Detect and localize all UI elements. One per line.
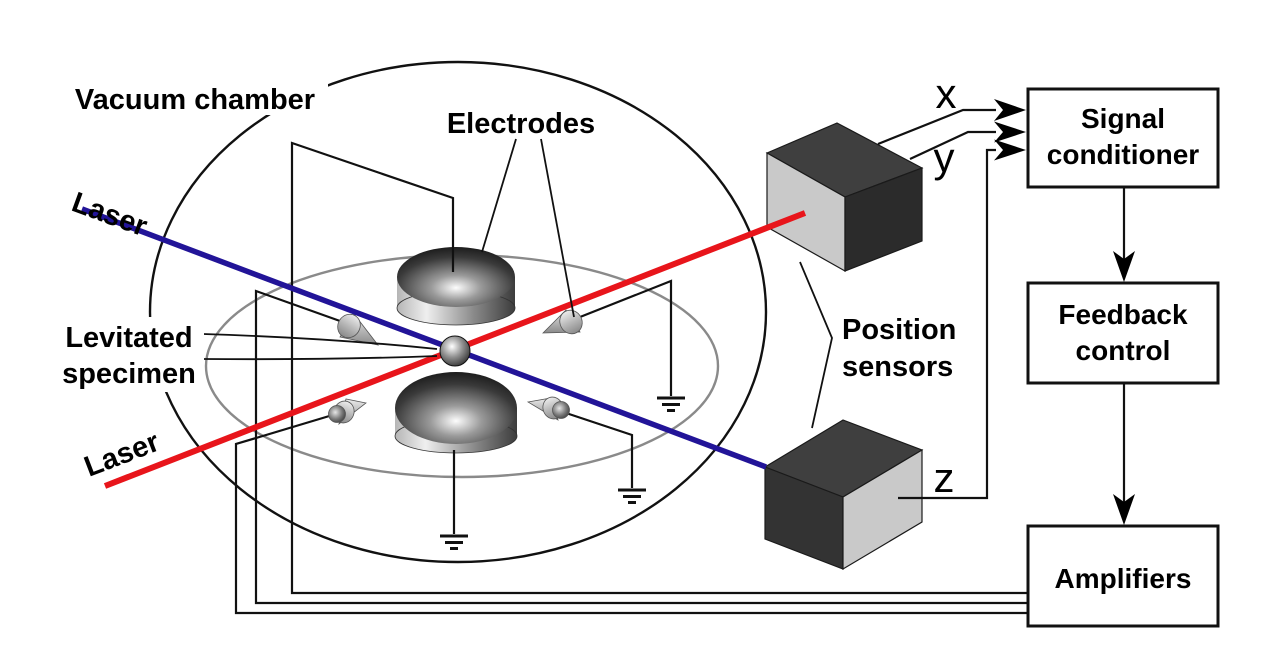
flow-arrows [994, 99, 1135, 525]
position-sensors-label-line1: Position [842, 314, 956, 346]
wire-z-to-signal-conditioner [898, 148, 996, 500]
arrowhead-y [994, 121, 1026, 143]
wire-upper-right-cone-to-ground [574, 279, 673, 396]
leader-specimen-2 [202, 355, 438, 361]
side-electrode-lower-right [526, 396, 570, 421]
wire-top-electrode-to-amplifier [290, 141, 1028, 595]
levitated-specimen-label-line1: Levitated [65, 322, 192, 354]
axis-x-label: x [936, 70, 957, 117]
side-electrode-upper-left [337, 313, 379, 346]
axis-y-label: y [934, 134, 955, 181]
top-electrode [396, 247, 516, 326]
position-sensors-label-line2: sensors [842, 351, 953, 383]
vacuum-chamber-outline [148, 60, 768, 564]
bottom-electrode [394, 372, 518, 454]
leader-specimen-1 [202, 333, 438, 350]
levitated-specimen-label-bg [50, 317, 204, 392]
vacuum-chamber-label-bg [62, 82, 328, 115]
leader-position-sensors [799, 261, 833, 429]
feedback-control-label-line2: control [1076, 335, 1171, 366]
amplifiers-box [1026, 524, 1220, 628]
wire-lower-left-cone-to-amplifier [234, 412, 1028, 615]
side-electrode-lower-left [328, 398, 367, 426]
wire-upper-left-cone-to-amplifier [254, 289, 1028, 605]
ground-symbol-right-upper [657, 396, 685, 412]
laser-label-top: Laser [68, 187, 152, 244]
signal-conditioner-label-line1: Signal [1081, 103, 1165, 134]
wire-x-to-signal-conditioner [877, 108, 996, 146]
feedback-control-label-line1: Feedback [1058, 299, 1188, 330]
levitated-specimen-label-line2: specimen [62, 358, 196, 390]
wire-lower-right-cone-to-ground [562, 410, 634, 488]
arrowhead-signal-to-feedback [1113, 251, 1135, 282]
feedback-control-box [1026, 281, 1220, 385]
ground-symbols [440, 396, 685, 550]
position-sensor-top [765, 122, 924, 273]
laser-beam-blue [81, 206, 767, 470]
vacuum-chamber-label: Vacuum chamber [75, 84, 315, 116]
position-sensor-bottom [763, 419, 924, 571]
leader-electrodes-to-cone [540, 138, 575, 318]
laser-label-bottom: Laser [80, 426, 164, 484]
side-electrode-upper-right [542, 309, 583, 335]
ground-symbol-right-lower [618, 488, 646, 504]
axis-z-label: z [934, 454, 955, 501]
wire-y-to-signal-conditioner [909, 130, 996, 160]
leader-electrodes-to-disc [481, 138, 517, 253]
arrowhead-feedback-to-amplifiers [1113, 494, 1135, 525]
amplifiers-label: Amplifiers [1055, 563, 1192, 594]
signal-conditioner-label-line2: conditioner [1047, 139, 1200, 170]
side-electrodes [328, 309, 583, 426]
arrowhead-z [994, 139, 1026, 161]
ground-symbol-bottom [440, 534, 468, 550]
electrodes-label: Electrodes [447, 108, 595, 140]
arrowhead-x [994, 99, 1026, 121]
electrode-wires [234, 108, 1028, 615]
levitated-specimen-sphere [439, 335, 471, 367]
leader-lines [202, 138, 833, 429]
